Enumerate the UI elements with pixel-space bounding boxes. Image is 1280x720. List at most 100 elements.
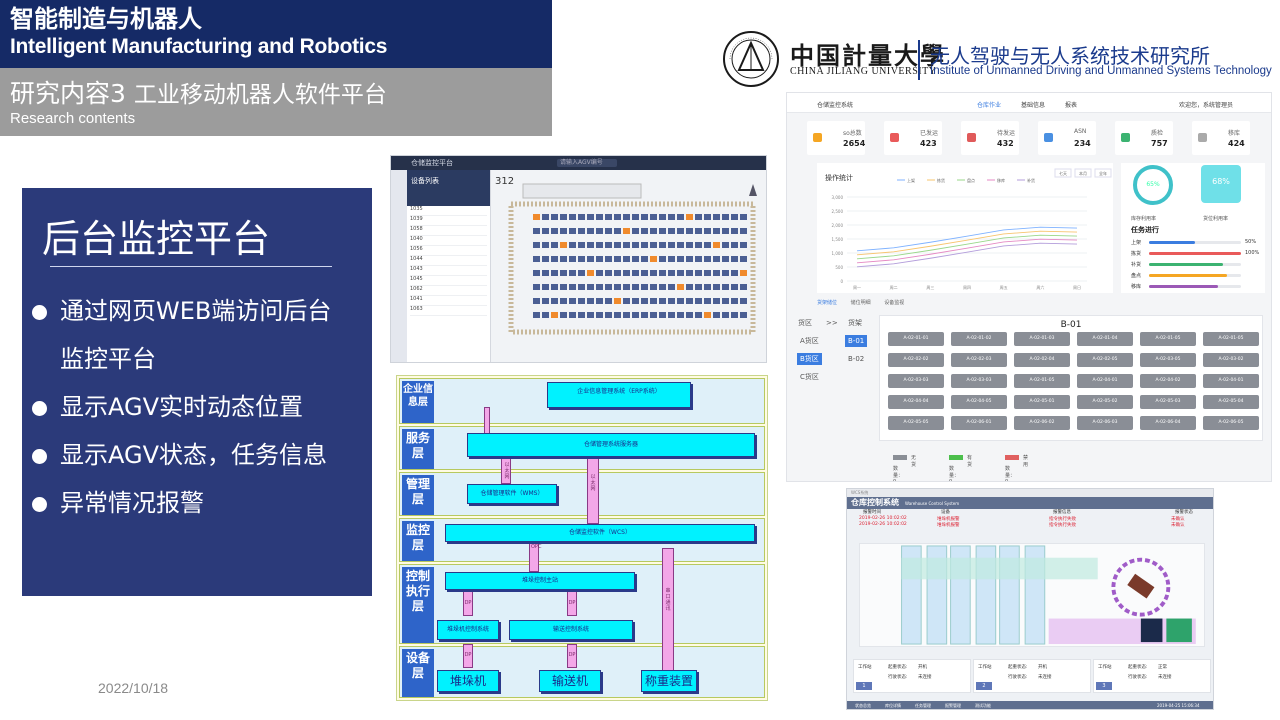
alarm-header: 报警状态 — [1175, 510, 1193, 515]
device-row[interactable]: 1062 — [410, 286, 487, 296]
device-row[interactable]: 1040 — [410, 236, 487, 246]
control-button[interactable]: 库位详情 — [885, 703, 901, 708]
location-cell[interactable]: A-02-06-05 — [1203, 416, 1259, 430]
tab-warehouse-ops[interactable]: 仓库作业 — [977, 102, 1002, 109]
location-cell[interactable]: A-02-03-03 — [888, 374, 944, 388]
area-b[interactable]: B货区 — [797, 353, 822, 365]
user-greeting[interactable]: 欢迎您，系统管理员 — [1179, 102, 1234, 109]
tab-reports[interactable]: 报表 — [1065, 102, 1078, 109]
area-a[interactable]: A货区 — [800, 337, 819, 345]
location-cell[interactable]: A-02-01-02 — [951, 332, 1007, 346]
location-cell[interactable]: A-02-03-03 — [951, 374, 1007, 388]
location-cell[interactable]: A-02-03-02 — [1203, 353, 1259, 367]
location-cell[interactable]: A-02-05-01 — [1014, 395, 1070, 409]
legend-label[interactable]: 补货 — [1027, 177, 1035, 183]
device-row[interactable]: 1041 — [410, 296, 487, 306]
location-cell[interactable]: A-02-02-02 — [888, 353, 944, 367]
location-cell[interactable]: A-02-05-05 — [888, 416, 944, 430]
chart-range-button[interactable] — [1054, 168, 1072, 178]
shelf-cell — [605, 228, 612, 234]
location-cell[interactable]: A-02-02-05 — [1077, 353, 1133, 367]
location-cell[interactable]: A-02-06-02 — [1014, 416, 1070, 430]
alarm-cell[interactable]: 2019-02-26 10:02:02 — [859, 522, 907, 527]
device-row[interactable]: 1058 — [410, 226, 487, 236]
alarm-cell[interactable]: 堆垛机报警 — [937, 523, 960, 528]
monitor-search-input[interactable]: 请输入AGV编号 — [557, 159, 617, 167]
legend-label[interactable]: 移库 — [997, 177, 1005, 183]
shelf-b02[interactable]: B-02 — [848, 355, 865, 363]
legend-label[interactable]: 拣货 — [937, 177, 945, 183]
panel-divider — [50, 266, 332, 267]
location-cell[interactable]: A-02-01-01 — [888, 332, 944, 346]
location-cell[interactable]: A-02-04-01 — [1203, 374, 1259, 388]
alarm-cell[interactable]: 指令执行失败 — [1049, 523, 1076, 528]
chart-range-button[interactable] — [1094, 168, 1112, 178]
alarm-cell[interactable]: 指令执行失败 — [1049, 517, 1076, 522]
warehouse-map[interactable] — [501, 176, 763, 356]
device-row[interactable]: 1039 — [410, 216, 487, 226]
arrow-dp4 — [567, 644, 577, 668]
shelf-cell — [632, 270, 639, 276]
location-cell[interactable]: A-02-05-02 — [1077, 395, 1133, 409]
warehouse-scene[interactable] — [859, 543, 1205, 647]
location-cell[interactable]: A-02-06-03 — [1077, 416, 1133, 430]
location-cell[interactable]: A-02-05-03 — [1140, 395, 1196, 409]
tab-shelf[interactable]: 货架储位 — [817, 300, 838, 306]
box-stacker-control: 堆垛机控制系统 — [437, 620, 499, 640]
alarm-cell[interactable]: 未确认 — [1171, 523, 1185, 528]
control-button[interactable]: 测试功能 — [975, 703, 991, 708]
chart-range-button[interactable] — [1074, 168, 1092, 178]
alarm-cell[interactable]: 堆垛机报警 — [937, 517, 960, 522]
location-cell[interactable]: A-02-06-04 — [1140, 416, 1196, 430]
device-row[interactable]: 1056 — [410, 246, 487, 256]
tab-basic-info[interactable]: 基础信息 — [1021, 102, 1046, 109]
location-cell[interactable]: A-02-01-05 — [1140, 332, 1196, 346]
device-row[interactable]: 1045 — [410, 276, 487, 286]
tab-device-monitor[interactable]: 设备监视 — [884, 300, 905, 306]
kpi-icon — [967, 133, 976, 142]
control-button[interactable]: 状态总览 — [855, 703, 871, 708]
device-row[interactable]: 1043 — [410, 266, 487, 276]
location-cell[interactable]: A-02-05-04 — [1203, 395, 1259, 409]
location-cell[interactable]: A-02-04-02 — [1140, 374, 1196, 388]
monitor-sidebar[interactable] — [391, 170, 407, 362]
location-cell[interactable]: A-02-06-01 — [951, 416, 1007, 430]
device-row[interactable]: 1063 — [410, 306, 487, 316]
location-cell[interactable]: A-02-04-01 — [1077, 374, 1133, 388]
location-cell[interactable]: A-02-01-05 — [1203, 332, 1259, 346]
location-cell[interactable]: A-02-01-04 — [1077, 332, 1133, 346]
location-cell[interactable]: A-02-03-05 — [1140, 353, 1196, 367]
shelf-b01[interactable]: B-01 — [845, 335, 868, 347]
shelf-cell — [614, 312, 621, 318]
control-button[interactable]: 任务管理 — [915, 703, 931, 708]
legend-label[interactable]: 盘点 — [967, 177, 975, 183]
control-button[interactable]: 报警管理 — [945, 703, 961, 708]
location-cell[interactable]: A-02-01-05 — [1014, 374, 1070, 388]
shelf-cell — [659, 214, 666, 220]
location-cell[interactable]: A-02-02-04 — [1014, 353, 1070, 367]
alarm-cell[interactable]: 未确认 — [1171, 517, 1185, 522]
pallet — [1166, 618, 1192, 643]
device-row[interactable]: 1035 — [410, 206, 487, 216]
shelf-cell — [668, 284, 675, 290]
location-cell[interactable]: A-02-04-05 — [951, 395, 1007, 409]
location-cell[interactable]: A-02-04-04 — [888, 395, 944, 409]
tab-location-detail[interactable]: 储位明细 — [850, 300, 871, 306]
area-c[interactable]: C货区 — [800, 373, 819, 381]
location-cell[interactable]: A-02-01-03 — [1014, 332, 1070, 346]
device-row[interactable]: 1044 — [410, 256, 487, 266]
alarm-cell[interactable]: 2019-02-26 10:02:02 — [859, 516, 907, 521]
shelf-cell — [668, 256, 675, 262]
legend-label[interactable]: 上架 — [907, 177, 915, 183]
university-seal-icon — [723, 31, 779, 87]
location-cell[interactable]: A-02-02-03 — [951, 353, 1007, 367]
